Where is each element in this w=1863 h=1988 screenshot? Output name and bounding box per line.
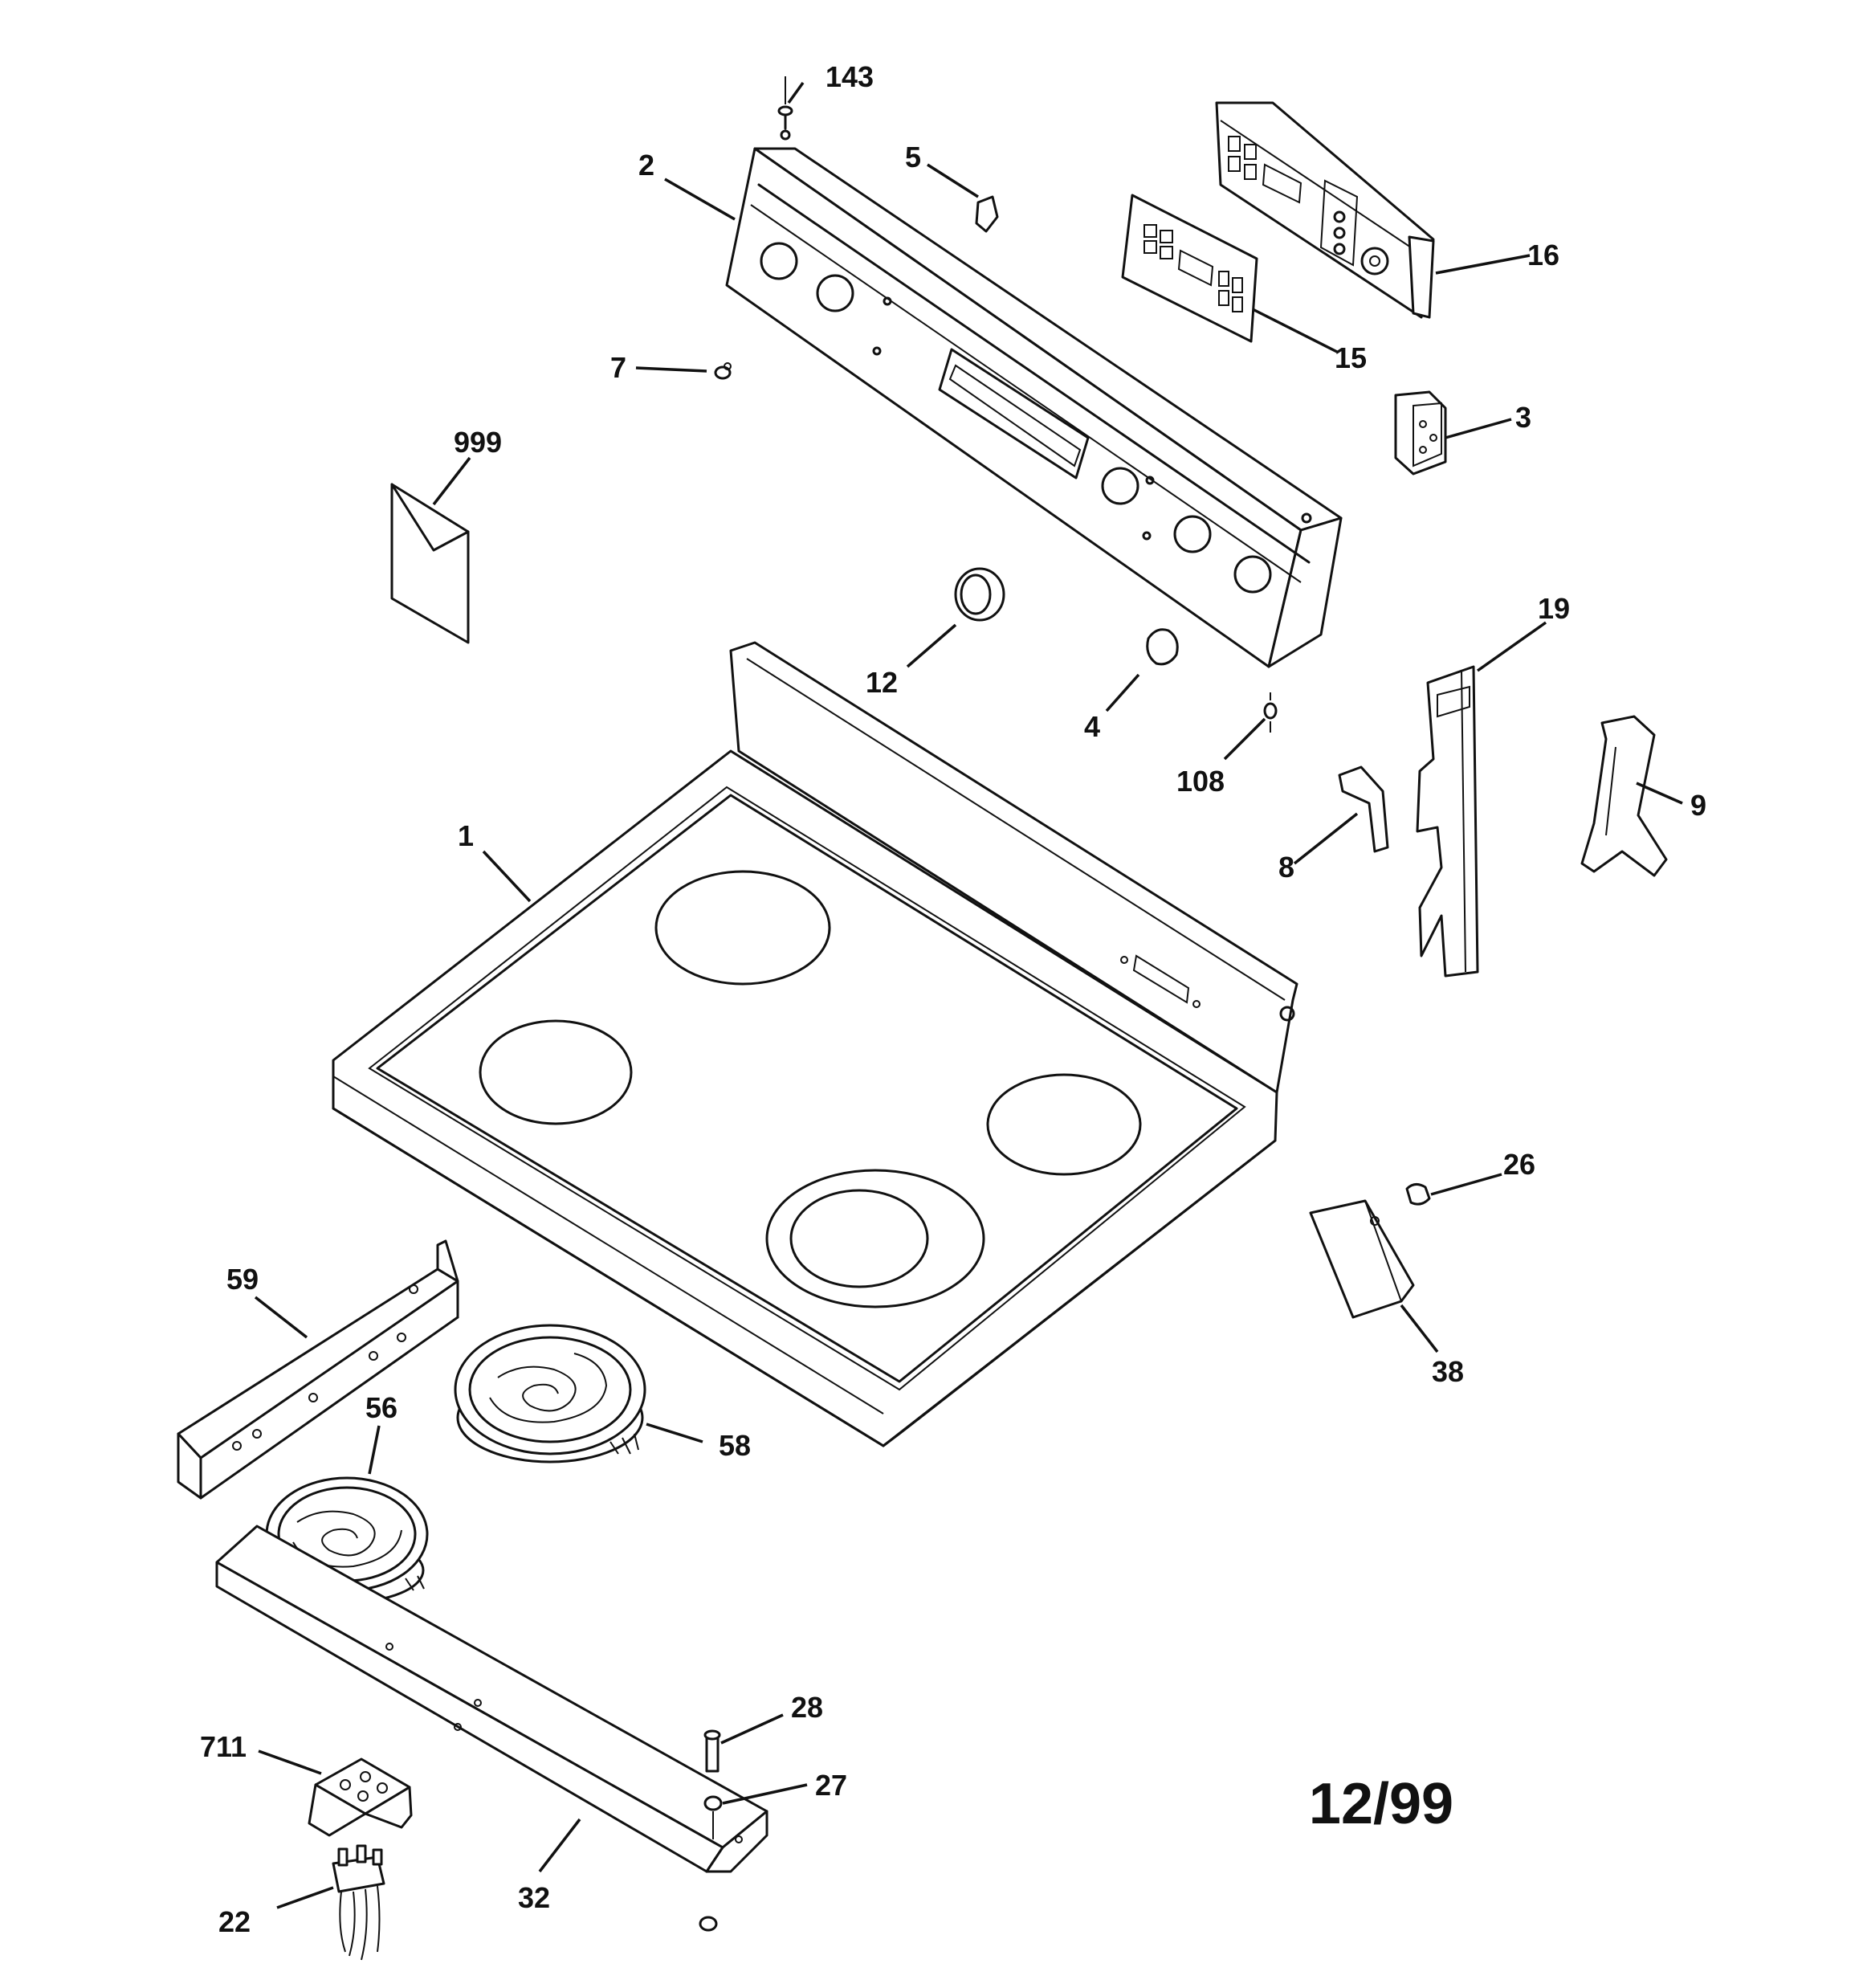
callout-8: 8 [1278,851,1294,884]
callout-7: 7 [610,351,626,384]
callout-711: 711 [200,1730,247,1763]
radiant-element-58 [454,1324,646,1463]
clip-26 [1405,1183,1431,1206]
callout-999: 999 [454,426,502,459]
callout-4: 4 [1084,710,1100,743]
callout-12: 12 [866,666,898,699]
date-code: 12/99 [1309,1772,1453,1836]
callout-27: 27 [815,1769,847,1802]
callout-58: 58 [719,1429,751,1462]
support-bracket-32 [215,1525,768,1873]
bracket-8 [1338,765,1389,853]
literature-envelope-999 [390,483,470,644]
screw-108 [1263,692,1278,733]
knob-4 [1146,628,1179,666]
control-overlay-15 [1121,194,1258,343]
callout-22: 22 [218,1905,251,1938]
callout-38: 38 [1432,1355,1464,1388]
callout-1: 1 [458,819,474,852]
switch-5 [975,195,999,233]
callout-2: 2 [638,149,654,182]
nut-loose [699,1916,718,1932]
callout-26: 26 [1503,1148,1535,1181]
callout-labels: 143 2 5 16 15 7 3 999 19 12 4 108 9 1 8 … [200,60,1706,1938]
stud-28 [703,1729,721,1773]
callout-143: 143 [826,60,874,93]
callout-32: 32 [518,1881,550,1914]
callout-16: 16 [1527,239,1559,271]
side-trim-9 [1580,715,1668,877]
nut-27 [703,1795,723,1839]
leader-lines [254,81,1683,1909]
callout-3: 3 [1515,401,1531,434]
screw-7 [714,362,732,380]
callout-19: 19 [1538,592,1570,625]
callout-108: 108 [1176,765,1225,798]
callout-59: 59 [226,1263,259,1296]
bracket-59 [177,1239,459,1500]
backguard-panel [725,129,1343,668]
terminal-bracket-711 [308,1757,413,1837]
callout-28: 28 [791,1691,823,1724]
cooktop-1 [332,641,1298,1447]
terminal-block-22 [332,1844,385,1961]
switch-3 [1394,390,1447,476]
callout-9: 9 [1690,789,1706,822]
screw-143 [777,76,793,130]
callout-56: 56 [365,1391,397,1424]
control-board-16 [1215,101,1435,319]
callout-15: 15 [1335,341,1367,374]
callout-5: 5 [905,141,921,173]
knob-12 [954,567,1005,622]
side-trim-19 [1416,665,1479,978]
trim-38 [1309,1199,1415,1319]
